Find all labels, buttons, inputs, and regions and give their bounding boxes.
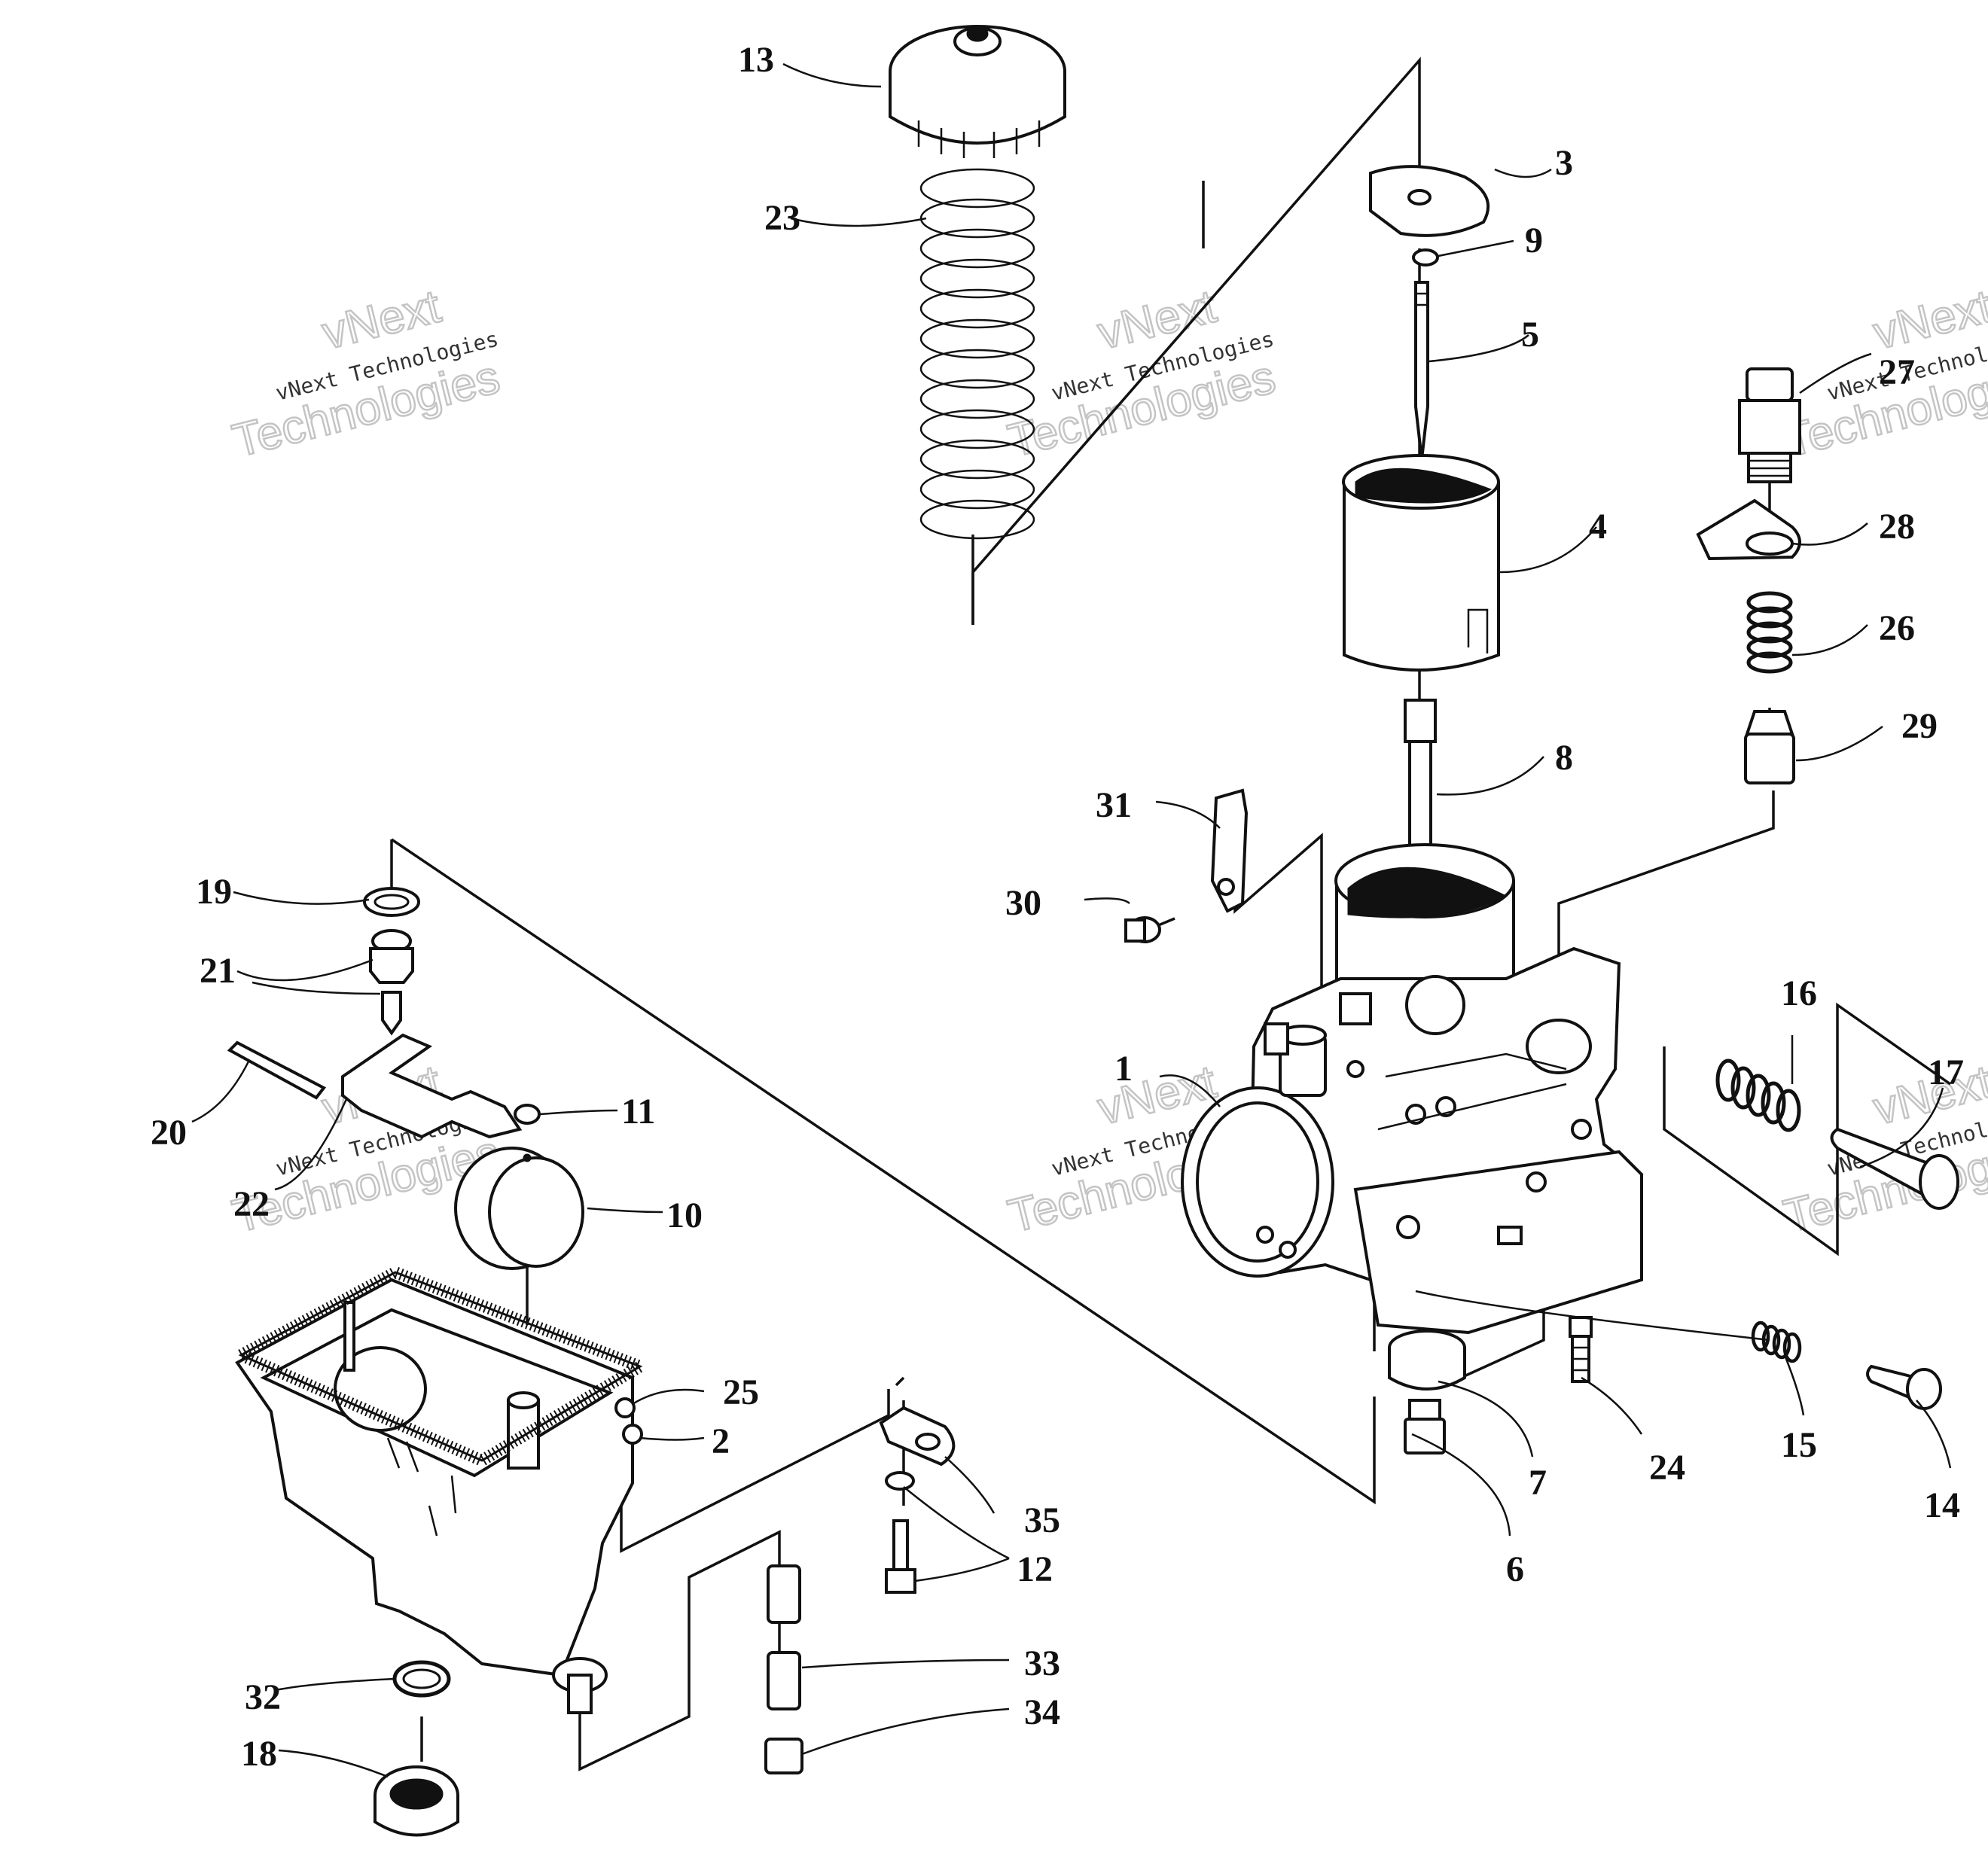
assembly-lines [390, 56, 1952, 1771]
part-25-float-bowl-gasket [227, 1266, 654, 1467]
part-7-main-jet-holder [1388, 1330, 1466, 1391]
part-24-pilot-jet [1569, 1316, 1593, 1383]
label-6: 6 [1506, 1549, 1524, 1589]
label-18: 18 [241, 1734, 277, 1774]
label-28: 28 [1879, 507, 1915, 547]
label-2: 2 [712, 1421, 730, 1461]
label-14: 14 [1924, 1485, 1960, 1525]
part-6-main-jet [1404, 1399, 1446, 1454]
label-13: 13 [738, 40, 774, 80]
label-9: 9 [1525, 221, 1543, 260]
part-14-throttle-stop-screw [1866, 1364, 1942, 1410]
label-27: 27 [1879, 352, 1915, 392]
label-1: 1 [1114, 1049, 1133, 1089]
label-15: 15 [1781, 1425, 1817, 1465]
part-13-top-cap [889, 25, 1066, 158]
part-3-retainer-plate [1369, 165, 1490, 237]
label-26: 26 [1879, 608, 1915, 648]
part-27-starter-plunger-nut [1738, 367, 1801, 483]
label-30: 30 [1005, 883, 1041, 923]
label-34: 34 [1024, 1692, 1060, 1732]
label-21: 21 [200, 951, 236, 991]
label-32: 32 [245, 1677, 281, 1717]
part-15-throttle-stop-spring [1751, 1320, 1802, 1363]
part-28-plunger-plate [1696, 498, 1801, 561]
label-33: 33 [1024, 1643, 1060, 1683]
part-19-needle-valve-gasket [363, 887, 420, 917]
part-1-carburetor-body [1181, 843, 1644, 1335]
part-4-throttle-slide [1342, 454, 1500, 672]
part-35-bracket-plate [879, 1406, 956, 1467]
label-29: 29 [1901, 706, 1938, 746]
part-29-starter-plunger [1744, 710, 1795, 784]
label-17: 17 [1928, 1052, 1964, 1092]
watermark-1: vNext vNext Technologies Technologies [227, 279, 505, 468]
part-33-drain-tube-clamp [767, 1564, 801, 1710]
leader-lines [191, 62, 1952, 1778]
label-8: 8 [1555, 738, 1573, 778]
part-11-float-clip [514, 1104, 541, 1125]
label-22: 22 [233, 1184, 270, 1224]
part-5-jet-needle [1414, 281, 1429, 460]
part-12-plate-screw [885, 1471, 916, 1594]
label-10: 10 [666, 1196, 703, 1235]
label-35: 35 [1024, 1500, 1060, 1540]
label-23: 23 [764, 198, 800, 238]
part-18-drain-plug [374, 1765, 459, 1837]
label-5: 5 [1521, 315, 1539, 355]
part-16-air-screw-spring [1715, 1059, 1801, 1132]
part-20-float-pin [227, 1040, 327, 1100]
label-12: 12 [1017, 1549, 1053, 1589]
label-4: 4 [1589, 507, 1607, 547]
callout-labels: 1 2 3 4 5 6 7 8 9 10 11 12 13 14 15 16 1… [151, 40, 1964, 1774]
label-20: 20 [151, 1113, 187, 1153]
part-10-float [454, 1147, 584, 1270]
part-34-drain-fitting [764, 1738, 803, 1774]
label-25: 25 [723, 1372, 759, 1412]
label-11: 11 [621, 1092, 655, 1132]
label-19: 19 [196, 872, 232, 912]
part-30-bracket-screw [1124, 916, 1161, 943]
part-9-needle-clip [1412, 248, 1439, 267]
label-24: 24 [1649, 1448, 1685, 1488]
part-22-float-arm [341, 1033, 523, 1139]
part-23-throttle-spring [919, 168, 1035, 540]
label-31: 31 [1096, 785, 1132, 825]
part-21-needle-valve-seat [369, 929, 414, 1036]
label-7: 7 [1529, 1463, 1547, 1503]
label-3: 3 [1555, 143, 1573, 183]
part-32-drain-plug-oring [392, 1660, 451, 1698]
part-2-float-bowl [235, 1278, 634, 1714]
part-26-plunger-spring [1746, 591, 1793, 674]
part-31-throttle-stop-bracket [1210, 788, 1249, 913]
part-17-air-screw [1830, 1127, 1959, 1210]
label-16: 16 [1781, 973, 1817, 1013]
